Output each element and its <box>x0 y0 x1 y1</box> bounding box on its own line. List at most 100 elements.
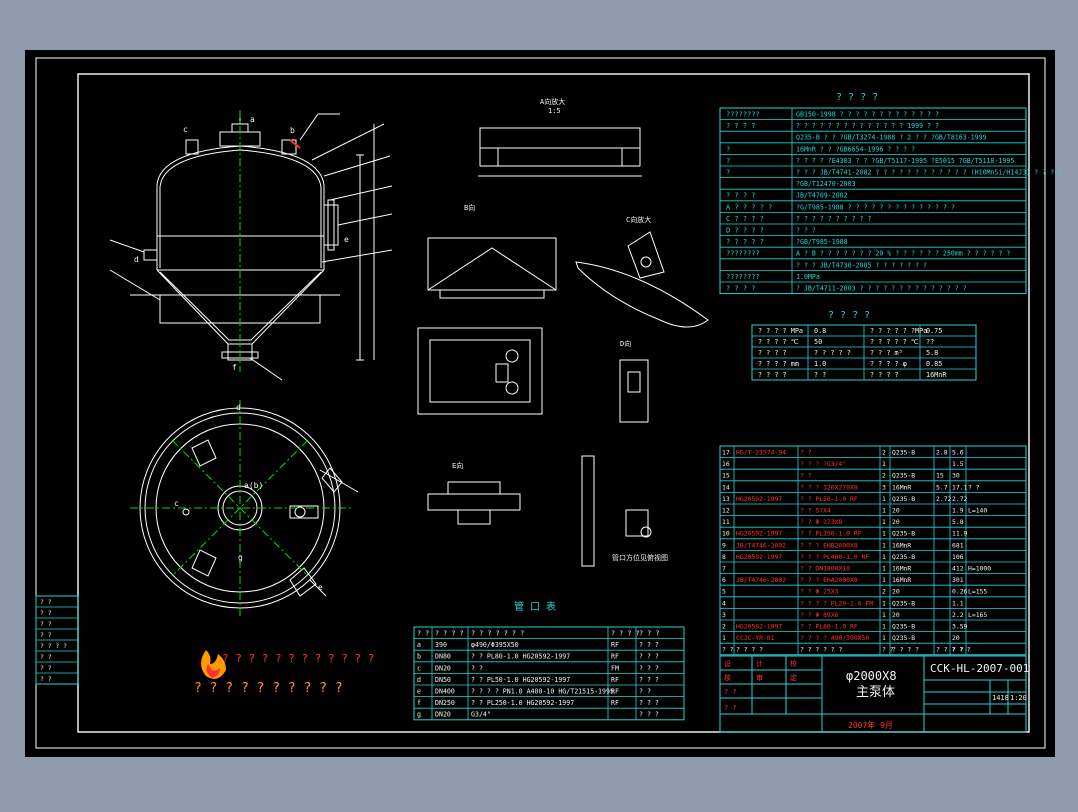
bom-cell: HG20592-1997 <box>736 530 782 538</box>
nozzle-cell: RF <box>611 641 619 649</box>
tech-req-key: ? ? ? ? ? <box>726 238 764 246</box>
tech-req-key: ? ? ? ? <box>726 122 756 130</box>
bom-cell: 1 <box>882 507 886 515</box>
bom-cell: HG/T-21574-94 <box>736 449 786 457</box>
plan-label-ab: a(b) <box>244 481 263 490</box>
tech-req-key: ? <box>726 169 730 177</box>
bom-cell: Q235-B <box>892 449 915 457</box>
design-data-cell: 0.8 <box>814 327 826 335</box>
bom-cell: ? ? ? ?G3/4" <box>800 460 846 468</box>
tb-cell-1: 计 <box>756 659 763 668</box>
bom-cell: 17 <box>722 449 730 457</box>
inner-border <box>77 73 1030 733</box>
bom-cell: 1.5 <box>952 460 964 468</box>
bom-cell: 3.59 <box>952 623 968 631</box>
bom-cell: 1 <box>882 576 886 584</box>
bom-cell: ? ? DN1800X10 <box>800 565 850 573</box>
nozzle-cell: RF <box>611 676 619 684</box>
company-logo: ? ? ? ? ? ? ? ? ? ? ? ? ? ? ? ? ? ? ? ? … <box>194 650 374 696</box>
bom-cell: HG20592-1997 <box>736 623 782 631</box>
bom-cell: H=1000 <box>968 565 991 573</box>
nozzle-table-title: 管 口 表 <box>514 600 556 613</box>
tech-req-value: ? JB/T4711-2003 ? ? ? ? ? ? ? ? ? ? ? ? … <box>796 285 967 293</box>
bom-cell: 1 <box>882 599 886 607</box>
bom-header-cell: ? ? ? ? <box>892 646 919 654</box>
bom-cell: 17.1 <box>952 483 968 491</box>
design-data-cell: ? ? ? ? ? ?MPa <box>870 327 927 335</box>
bom-cell: 301 <box>952 576 964 584</box>
bom-cell: ? ? ? 320X270X8 <box>800 483 858 491</box>
bom-cell: 16 <box>722 460 730 468</box>
bom-cell: ? ? ? EHA2000X8 <box>800 576 858 584</box>
bom-cell: 1 <box>882 623 886 631</box>
bom-cell: 10 <box>722 530 730 538</box>
tech-req-key: D ? ? ? ? <box>726 227 764 235</box>
bom-cell: 16MnR <box>892 483 911 491</box>
bom-cell: 1 <box>882 611 886 619</box>
bom-cell: Q235-B <box>892 553 915 561</box>
nozzle-cell: φ490/Φ395X50 <box>471 641 519 649</box>
bom-cell: 5 <box>722 588 726 596</box>
tech-req-title: ? ? ? ? <box>836 92 878 103</box>
weld-mark <box>289 139 301 149</box>
bom-header-cell: ? ? <box>882 646 894 654</box>
revision-cell: ? ? ? ? <box>40 642 67 650</box>
tech-req-key: ???????? <box>726 250 760 258</box>
nozzle-cell: ? ? ? <box>639 676 659 684</box>
tb-cell-6: ? ? <box>724 688 737 696</box>
bom-cell: 14 <box>722 483 730 491</box>
bom-cell: 20 <box>892 507 900 515</box>
bom-cell: Q235-B <box>892 634 915 642</box>
design-data-cell: ? ? <box>814 371 826 379</box>
bom-cell: ? ? <box>968 483 980 491</box>
design-data-cell: ? ? ? ? MPa <box>758 327 803 335</box>
tb-cell-3: 核 <box>724 673 731 682</box>
tech-req-value: ? ? ? JB/T4741-2002 ? ? ? ? ? ? ? ? ? ? … <box>796 169 1062 177</box>
bom-cell: 30 <box>952 472 960 480</box>
bom-cell: 8 <box>722 553 726 561</box>
tech-req-value: Q235-B ? ? ?GB/T3274-1988 ? 2 ? ? ?GB/T8… <box>796 134 987 142</box>
design-data-cell: 50 <box>814 338 822 346</box>
tb-spec: φ2000X8 <box>846 669 897 683</box>
outer-border <box>35 57 1046 749</box>
bom-cell: Q235-B <box>892 530 915 538</box>
bom-cell: 1 <box>722 634 726 642</box>
nozzle-cell: e <box>417 688 421 696</box>
note-text: 管口方位见俯视图 <box>612 553 668 562</box>
design-data-cell: ? ? ? ? mm <box>758 360 799 368</box>
tech-req-key: ? ? ? ? <box>726 285 756 293</box>
bom-cell: 2.72 <box>952 495 968 503</box>
tech-req-key: ? <box>726 145 730 153</box>
bom-header-cell: ? ? <box>952 646 964 654</box>
plan-label-g: g <box>238 553 243 562</box>
bom-cell: ? ? ? ? PL20-1.0 FM <box>800 599 873 607</box>
revision-cell: ? ? <box>40 664 52 672</box>
design-data-cell: 1.0 <box>814 360 826 368</box>
callout-c: c <box>183 125 188 134</box>
tech-req-value: ?G/T985-1988 ? ? ? ? ? ? ? ? ? ? ? ? ? ? <box>796 203 955 211</box>
nozzle-cell: ? ? ? <box>639 699 659 707</box>
tech-req-value: A ? B ? ? ? ? ? ? ? 20 % ? ? ? ? ? ? 250… <box>796 250 1010 258</box>
design-data-cell: ? ? ? m³ <box>870 349 903 357</box>
bom-cell: 1.9 <box>952 507 964 515</box>
tech-req-key: ???????? <box>726 273 760 281</box>
bom-cell: ? ? Φ 89X6 <box>800 611 839 619</box>
tb-date: 2007年 9月 <box>848 720 893 730</box>
design-data-cell: ? ? ? ? <box>758 349 787 357</box>
nozzle-header-cell: ? ? ? ? ? ? ? <box>471 630 524 638</box>
bom-cell: 2.72 <box>936 495 952 503</box>
tb-cell-2: 校 <box>790 659 797 668</box>
bom-header-cell: ? ? ? ? ? ? <box>800 646 842 654</box>
tech-req-key: ? <box>726 157 730 165</box>
revision-block: ? ?? ?? ?? ?? ? ? ?? ?? ?? ? <box>35 595 79 685</box>
bom-cell: JB/T4746-2002 <box>736 541 786 549</box>
nozzle-cell: RF <box>611 653 619 661</box>
detail-b-label: B向 <box>464 203 475 212</box>
nozzle-cell: c <box>417 664 421 672</box>
bom-cell: 16MnR <box>892 576 911 584</box>
design-data-cell: ?? <box>926 338 934 346</box>
design-data-cell: ? ? ? ? <box>758 371 787 379</box>
